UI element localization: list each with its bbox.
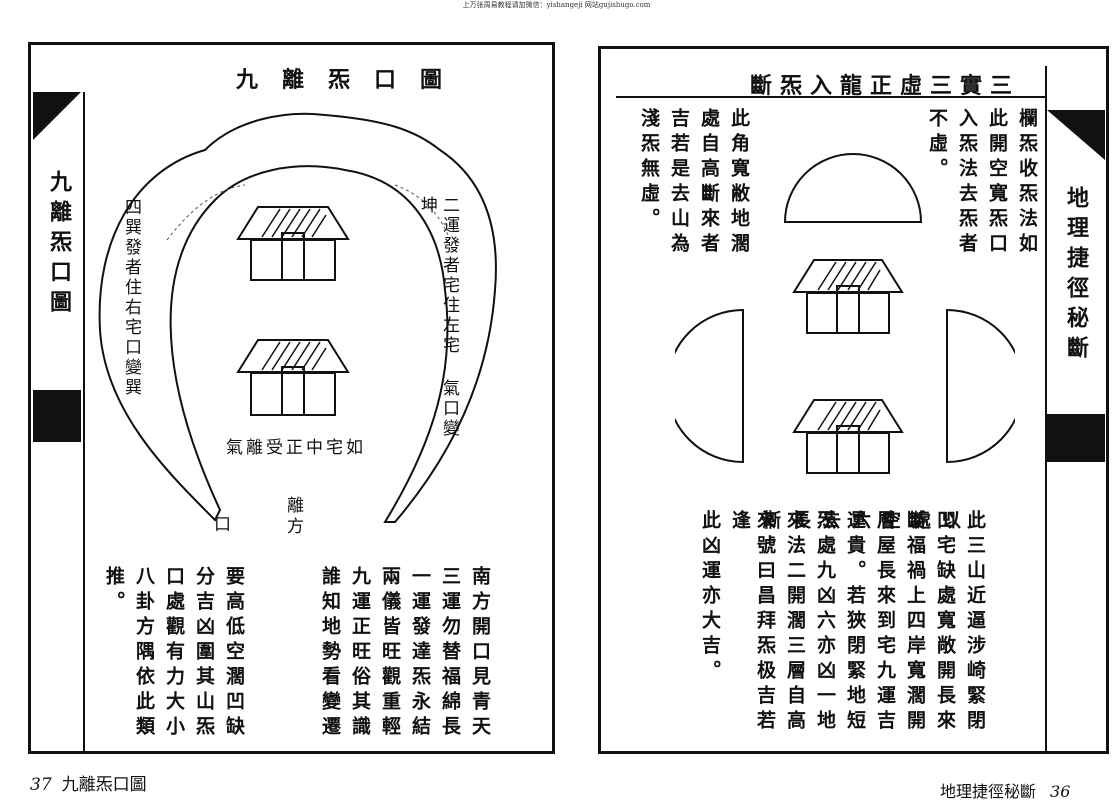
left-panel-frame xyxy=(28,42,555,754)
text-col: 不虛。 xyxy=(926,108,948,183)
text-col: 吉若是去山為 xyxy=(668,108,690,258)
right-footer: 地理捷徑秘斷 36 xyxy=(940,778,1070,802)
poem-col: 三運勿替福綿長 xyxy=(439,566,461,741)
page-title-footer: 地理捷徑秘斷 xyxy=(940,782,1037,801)
kou-label: 口 xyxy=(214,515,231,535)
house-icon xyxy=(792,258,904,334)
house-icon xyxy=(236,205,350,281)
right-side-tab-label: 地理捷徑秘斷 xyxy=(1063,186,1088,366)
left-page-title: 九離炁口圖 xyxy=(236,68,467,93)
text-col: 入炁法去炁者 xyxy=(956,108,978,258)
page-number: 37 xyxy=(30,775,52,795)
text-col: 此開空寬炁口 xyxy=(986,108,1008,258)
text-col: 欄炁收炁法如 xyxy=(1016,108,1038,258)
poem-col: 南方開口見青天 xyxy=(469,566,491,741)
left-footer: 37 九離炁口圖 xyxy=(30,770,147,795)
text-col: 此三山近逼涉崎緊閉以 xyxy=(939,510,986,735)
text-col: 炁處九凶六亦凶一地長 xyxy=(789,510,836,735)
right-panel-frame xyxy=(598,46,1109,754)
li-fang-label: 離方 xyxy=(283,496,303,538)
text-col: 淺炁無虛。 xyxy=(638,108,660,233)
poem-col: 口處觀有力大小 xyxy=(163,566,185,741)
poem-col: 兩儀皆旺觀重輕 xyxy=(379,566,401,741)
text-col: 來法二開濶三層自高漸 xyxy=(759,510,806,735)
right-bottom-text: 此三山近逼涉崎緊閉以 凹宅缺處寬敞開長來處 斷福禍上四岸寬濶開空 層屋長來到宅九… xyxy=(680,510,986,750)
right-page-title: 三實三虛正龍入炁斷 xyxy=(750,74,1021,99)
text-col: 凹宅缺處寬敞開長來處 xyxy=(909,510,956,735)
page-number: 36 xyxy=(1050,782,1071,801)
header-note: 上万张周易教程请加微信：yishangeji 网站gujishugo.com xyxy=(462,1,651,9)
poem-col: 要高低空濶凹缺 xyxy=(223,566,245,741)
center-caption: 如宅中正受離氣 xyxy=(226,438,366,458)
page-title-footer: 九離炁口圖 xyxy=(61,775,147,795)
left-poem: 南方開口見青天 三運勿替福綿長 一運發達炁永結 兩儀皆旺觀重輕 九運正旺俗其識 … xyxy=(95,566,505,746)
house-icon xyxy=(236,338,350,416)
house-icon xyxy=(792,398,904,474)
poem-col: 九運正旺俗其識 xyxy=(349,566,371,741)
text-col: 來號曰昌拜炁极吉若逢 xyxy=(729,510,776,735)
poem-col: 八卦方隅依此類 xyxy=(133,566,155,741)
right-title-rule xyxy=(616,96,1046,98)
text-col: 處自高斷來者 xyxy=(698,108,720,258)
qi-arc-diagram xyxy=(98,112,497,523)
arc-left-text: 四巽發者住右宅口變巽 xyxy=(121,198,141,398)
poem-col: 分吉凶圍其山炁 xyxy=(193,566,215,741)
text-col: 此凶運亦大吉。 xyxy=(699,510,721,685)
text-col: 斷福禍上四岸寬濶開空 xyxy=(879,510,926,735)
tab-black-bar xyxy=(33,390,81,442)
text-col: 運貴。若狹閉緊地短去 xyxy=(819,510,866,735)
left-side-tab-label: 九離炁口圖 xyxy=(46,170,71,320)
tab-corner-triangle xyxy=(33,92,81,140)
left-side-tab: 九離炁口圖 xyxy=(31,92,85,751)
poem-col: 誰知地勢看變遷 xyxy=(319,566,341,741)
tab-black-bar xyxy=(1047,414,1105,462)
right-top-text: 欄炁收炁法如 此開空寬炁口 入炁法去炁者 不虛。 此角寬敝地濶 處自高斷來者 吉… xyxy=(632,108,1042,258)
poem-col: 推。 xyxy=(103,566,125,616)
right-page: 三實三虛正龍入炁斷 地理捷徑秘斷 欄炁收炁法如 此開空寬炁口 入炁法去炁者 不虛… xyxy=(560,0,1113,801)
tab-corner-triangle xyxy=(1047,110,1105,160)
arc-right-text: 二運發者宅住左宅 氣口變坤 xyxy=(417,196,459,439)
mountain-semicircles xyxy=(675,153,1015,464)
right-side-tab: 地理捷徑秘斷 xyxy=(1045,66,1107,752)
text-col: 層屋長來到宅九運吉六 xyxy=(849,510,896,735)
text-col: 此角寬敝地濶 xyxy=(728,108,750,258)
poem-col: 一運發達炁永結 xyxy=(409,566,431,741)
left-page: 九離炁口圖 九離炁口圖 四巽發者住右宅口變巽 二運發者宅住左宅 氣口變坤 如宅中… xyxy=(28,42,555,795)
